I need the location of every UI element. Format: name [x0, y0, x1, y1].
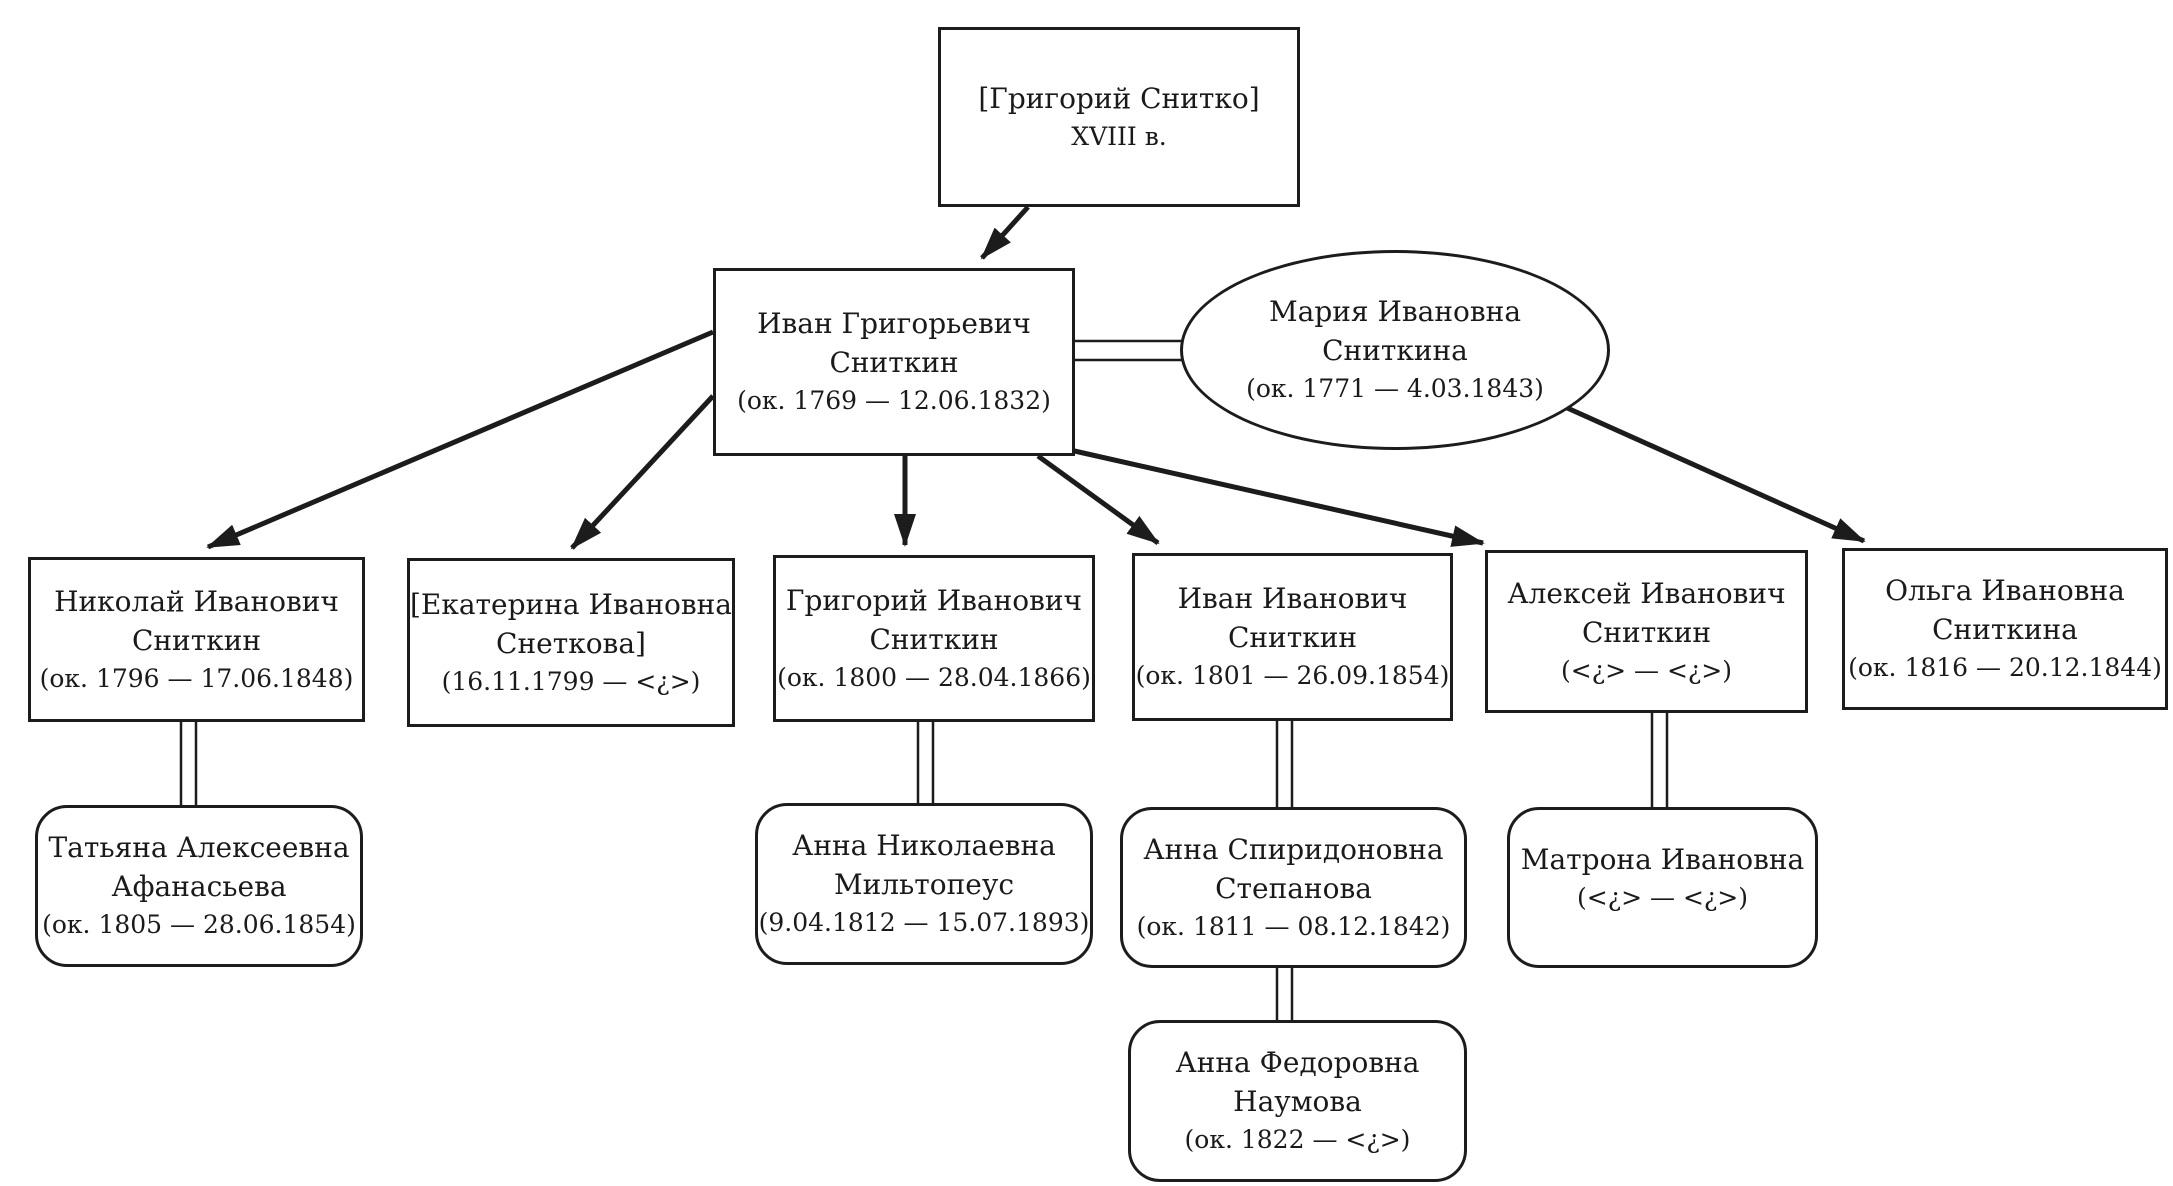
person-dates: (ок. 1805 — 28.06.1854) — [42, 910, 356, 939]
person-name: Сниткин — [869, 622, 999, 656]
person-name: Николай Иванович — [54, 584, 339, 618]
person-dates: (ок. 1822 — <¿>) — [1184, 1125, 1411, 1154]
person-name: Мильтопеус — [833, 868, 1015, 901]
person-name: Анна Спиридоновна — [1143, 832, 1444, 866]
person-node-matrona-ivanovna: Матрона Ивановна (<¿> — <¿>) — [1507, 807, 1818, 968]
person-dates: (ок. 1769 — 12.06.1832) — [737, 386, 1051, 415]
person-name: Сниткин — [1581, 615, 1712, 649]
person-dates: (ок. 1796 — 17.06.1848) — [39, 663, 354, 693]
marriage-link-grigory-ivanovich-anna-miltopeus — [916, 720, 935, 805]
person-name: Сниткин — [829, 346, 959, 379]
person-name: Иван Григорьевич — [757, 307, 1031, 340]
arrow-maria-ivanovna-to-olga — [1543, 395, 1866, 544]
arrow-grigory-snitko-to-ivan-grigorievich — [980, 205, 1030, 260]
person-name: Татьяна Алексеевна — [48, 831, 350, 864]
person-name: Мария Ивановна — [1268, 295, 1522, 328]
person-dates: XVIII в. — [1071, 121, 1167, 151]
arrow-ivan-grigorievich-to-ekaterina — [570, 394, 715, 550]
person-name: Матрона Ивановна — [1520, 843, 1805, 876]
person-dates: (9.04.1812 — 15.07.1893) — [758, 908, 1090, 937]
person-name: Иван Иванович — [1177, 582, 1408, 615]
marriage-link-aleksey-matrona — [1650, 711, 1669, 809]
person-name: Афанасьева — [111, 870, 287, 903]
person-name: Ольга Ивановна — [1885, 574, 2125, 607]
person-name: Сниткин — [1227, 621, 1358, 654]
person-name: Наумова — [1233, 1085, 1362, 1118]
person-dates: (ок. 1811 — 08.12.1842) — [1136, 911, 1451, 941]
person-name: Снеткова] — [496, 626, 646, 660]
person-name: [Екатерина Ивановна — [410, 587, 732, 621]
person-name: Сниткина — [1322, 334, 1468, 367]
person-name: [Григорий Снитко] — [978, 81, 1260, 115]
person-name: Анна Федоровна — [1175, 1046, 1420, 1079]
person-name: Сниткина — [1932, 613, 2078, 646]
person-dates: (<¿> — <¿>) — [1561, 655, 1732, 685]
marriage-link-ivan-ivanovich-anna-stepanova — [1275, 719, 1294, 809]
arrow-ivan-grigorievich-to-ivan-ivanovich — [1036, 453, 1160, 546]
person-name: Степанова — [1215, 871, 1372, 905]
person-node-grigory-snitko: [Григорий Снитко] XVIII в. — [938, 27, 1300, 207]
person-name: Алексей Иванович — [1507, 576, 1786, 610]
person-dates: (ок. 1816 — 20.12.1844) — [1848, 653, 2162, 682]
person-dates: (ок. 1771 — 4.03.1843) — [1246, 374, 1544, 403]
person-name: Сниткин — [131, 623, 262, 657]
marriage-link-nikolai-tatiana — [179, 720, 198, 807]
person-dates: (ок. 1800 — 28.04.1866) — [777, 662, 1091, 692]
marriage-link-anna-stepanova-anna-naumova — [1275, 966, 1294, 1022]
marriage-link-ivan-grigorievich-maria-ivanovna — [1075, 339, 1183, 362]
arrow-ivan-grigorievich-to-nikolai — [206, 329, 714, 550]
person-name: Григорий Иванович — [785, 583, 1083, 617]
person-dates: (16.11.1799 — <¿>) — [441, 666, 701, 696]
person-dates: (ок. 1801 — 26.09.1854) — [1135, 661, 1450, 690]
person-dates: (<¿> — <¿>) — [1577, 883, 1748, 912]
person-name: Анна Николаевна — [792, 829, 1056, 862]
arrow-ivan-grigorievich-to-aleksey — [1069, 447, 1485, 547]
